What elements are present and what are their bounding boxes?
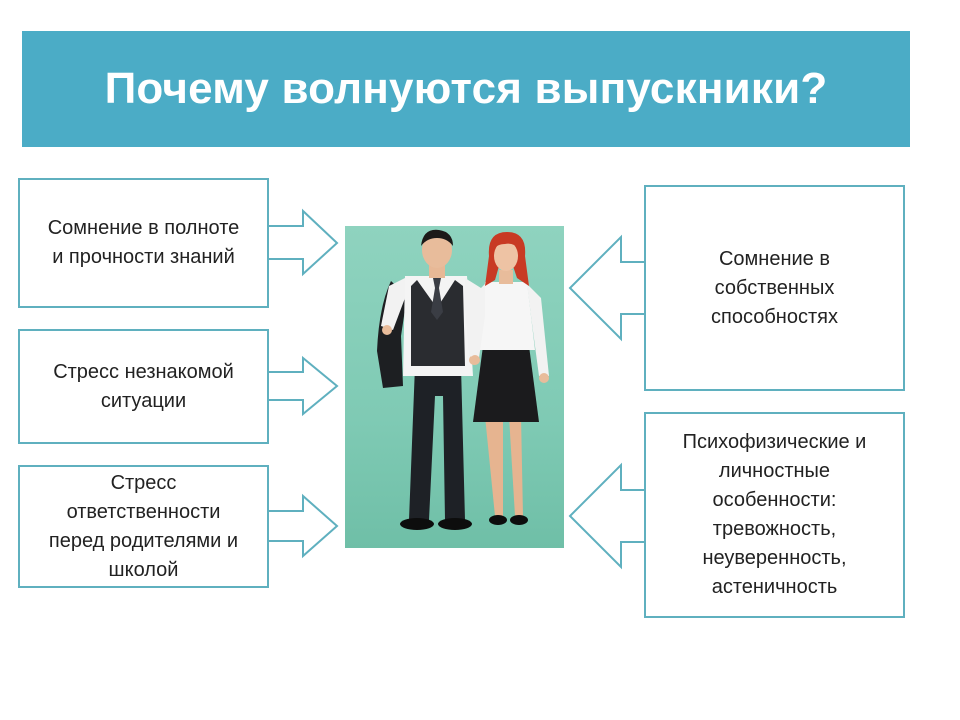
factor-text: Стресс незнакомой ситуации [53, 360, 234, 412]
title-bar: Почему волнуются выпускники? [22, 31, 910, 147]
slide-title: Почему волнуются выпускники? [104, 64, 828, 113]
graduates-photo [345, 226, 564, 548]
factor-box-responsibility: Стресс ответственности перед родителями … [18, 465, 269, 588]
factor-box-unfamiliar-situation: Стресс незнакомой ситуации [18, 329, 269, 444]
arrow-right-2 [267, 355, 339, 417]
arrow-left-1 [568, 234, 646, 342]
arrow-left-2 [568, 462, 646, 570]
factor-box-self-doubt: Сомнение в собственных способностях [644, 185, 905, 391]
graduates-illustration [377, 229, 549, 530]
factor-box-psychophysical: Психофизические и личностные особенности… [644, 412, 905, 618]
factor-text: Стресс ответственности перед родителями … [48, 471, 239, 581]
factor-box-knowledge: Сомнение в полноте и прочности знаний [18, 178, 269, 308]
boy-figure [377, 229, 481, 530]
arrow-right-3 [267, 493, 339, 559]
girl-figure [469, 232, 549, 525]
arrow-right-1 [267, 208, 339, 277]
factor-text: Психофизические и личностные особенности… [682, 431, 867, 598]
factor-text: Сомнение в собственных способностях [711, 247, 838, 328]
factor-text: Сомнение в полноте и прочности знаний [47, 217, 240, 268]
